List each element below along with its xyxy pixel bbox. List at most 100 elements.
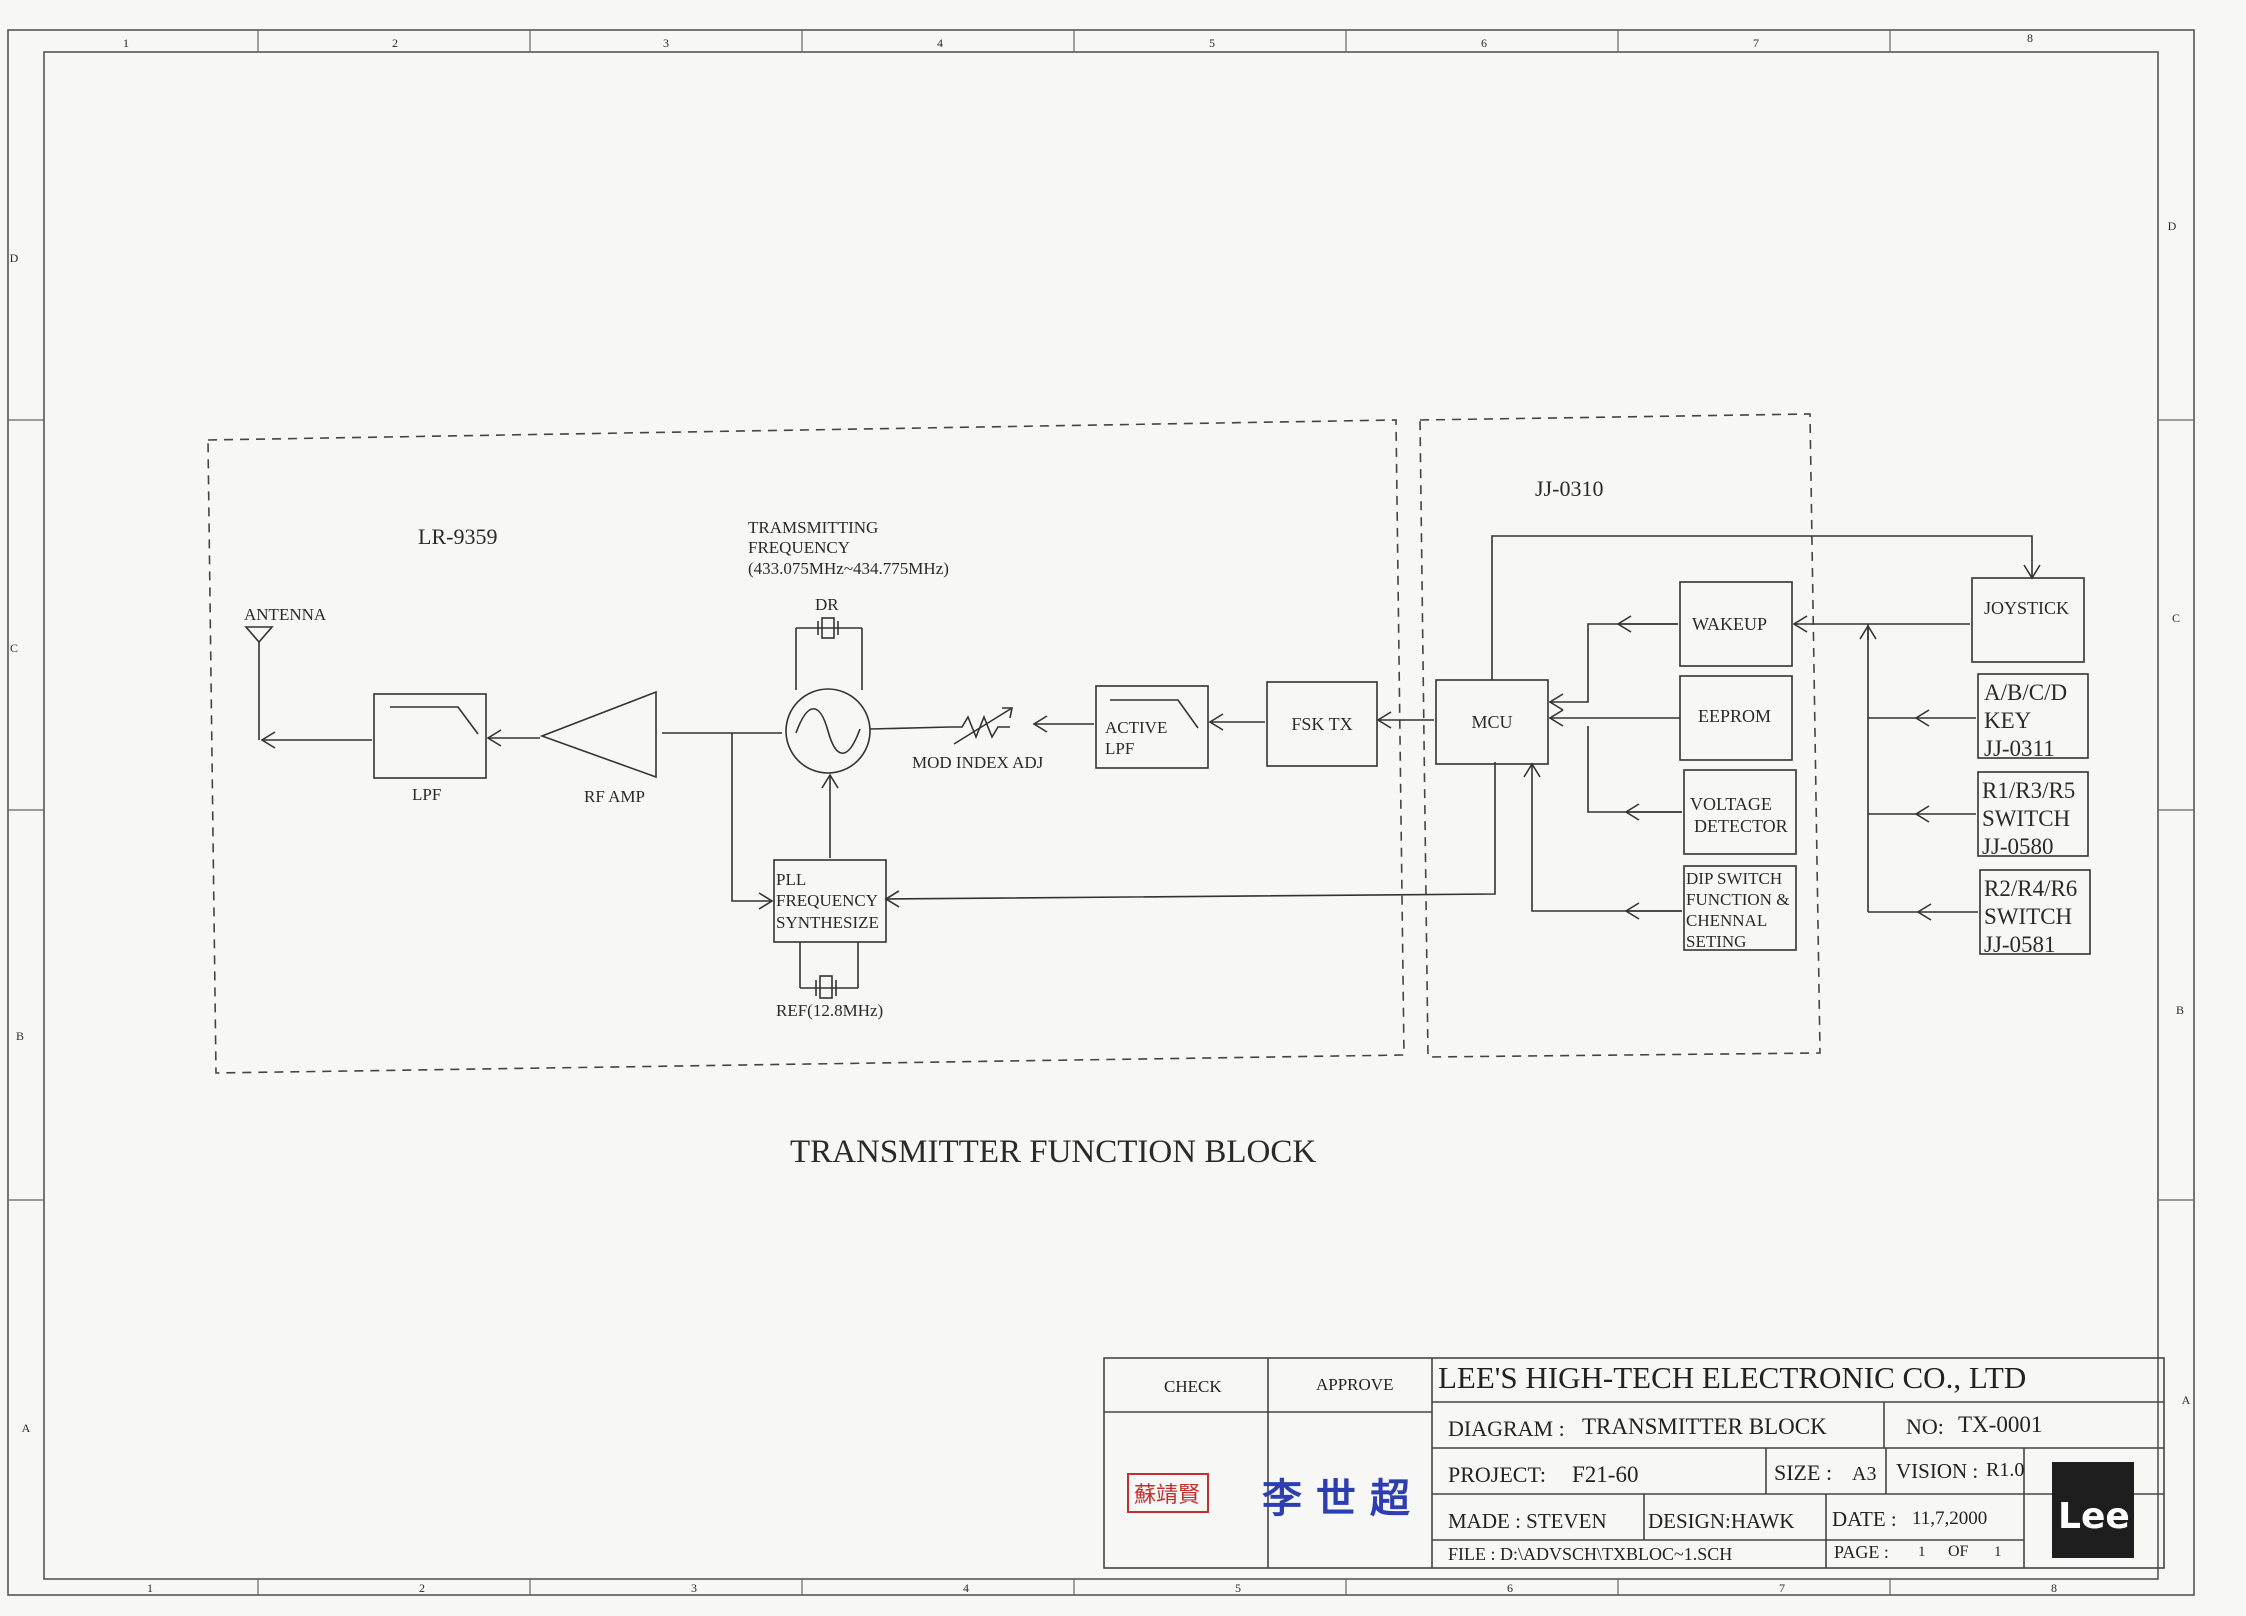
wire-dip-mcu	[1523, 762, 1682, 912]
switch-0580-block	[1977, 771, 2089, 857]
sw2-label-1: R2/R4/R6	[1984, 876, 2077, 901]
wire-mcu-pll	[884, 762, 1496, 908]
frame-col-top-5: 5	[1209, 36, 1215, 50]
size-field-label: SIZE :	[1774, 1460, 1832, 1485]
wire-voltage-mcu	[1587, 726, 1682, 813]
group-label-jj-0310: JJ-0310	[1535, 476, 1603, 501]
rf-amp-label: RF AMP	[584, 787, 645, 806]
active-lpf-block	[1095, 685, 1209, 769]
made-field: MADE : STEVEN	[1448, 1509, 1607, 1533]
wire-peripherals-bus	[1548, 623, 1678, 711]
approval-stamp: 蘇靖賢	[1127, 1473, 1209, 1513]
date-field-value: 11,7,2000	[1912, 1508, 1987, 1529]
vision-field-label: VISION :	[1896, 1459, 1978, 1483]
pll-label-1: PLL	[776, 870, 806, 889]
tx-freq-line2: FREQUENCY	[748, 538, 850, 557]
wire-mod-vco	[869, 726, 951, 730]
title-block-grid	[1103, 1357, 2165, 1569]
diagram-field-value: TRANSMITTER BLOCK	[1582, 1414, 1827, 1439]
group-box-jj-0310	[1419, 413, 1821, 1058]
file-field: FILE : D:\ADVSCH\TXBLOC~1.SCH	[1448, 1544, 1732, 1564]
frame-col-top-7: 7	[1753, 36, 1759, 50]
key-block	[1977, 673, 2089, 759]
crystal-ref	[799, 942, 859, 999]
drawing-frame	[7, 29, 2195, 1596]
antenna-symbol	[244, 626, 274, 740]
frame-col-top-6: 6	[1481, 36, 1487, 50]
frame-row-left-A: A	[22, 1421, 31, 1435]
size-field-value: A3	[1852, 1463, 1876, 1485]
tx-freq-line1: TRAMSMITTING	[748, 518, 878, 537]
page-total-value: 1	[1994, 1544, 2002, 1560]
design-field: DESIGN:HAWK	[1648, 1509, 1794, 1533]
group-box-lr-9359	[207, 419, 1405, 1074]
frame-col-top-3: 3	[663, 36, 669, 50]
sw1-label-2: SWITCH	[1982, 806, 2070, 831]
dip-switch-block	[1683, 865, 1797, 951]
dip-label-3: CHENNAL	[1686, 911, 1767, 930]
joystick-block	[1971, 577, 2085, 663]
voltage-label-1: VOLTAGE	[1690, 794, 1772, 814]
group-label-lr-9359: LR-9359	[418, 524, 497, 549]
no-field-label: NO:	[1906, 1414, 1944, 1439]
project-field-value: F21-60	[1572, 1462, 1638, 1487]
frame-col-bottom-5: 5	[1235, 1581, 1241, 1595]
lee-logo: Lee	[2052, 1462, 2134, 1558]
frame-col-bottom-8: 8	[2051, 1581, 2057, 1595]
date-field-label: DATE :	[1832, 1507, 1897, 1531]
sw2-label-3: JJ-0581	[1984, 932, 2056, 957]
dip-label-4: SETING	[1686, 932, 1746, 951]
page-field-label: PAGE :	[1834, 1542, 1889, 1562]
wire-feedback-pll	[731, 733, 774, 910]
wakeup-label: WAKEUP	[1692, 614, 1767, 634]
frame-col-bottom-4: 4	[963, 1581, 969, 1595]
dip-label-1: DIP SWITCH	[1686, 869, 1782, 888]
sw1-label-1: R1/R3/R5	[1982, 778, 2075, 803]
signature: 李 世 超	[1262, 1475, 1411, 1522]
pll-label-3: SYNTHESIZE	[776, 913, 879, 932]
frame-col-bottom-2: 2	[419, 1581, 425, 1595]
pll-label-2: FREQUENCY	[776, 891, 878, 910]
frame-col-bottom-1: 1	[147, 1581, 153, 1595]
frame-row-right-B: B	[2176, 1003, 2184, 1017]
voltage-detector-block	[1683, 769, 1797, 855]
antenna-label: ANTENNA	[244, 605, 327, 624]
no-field-value: TX-0001	[1958, 1412, 2042, 1437]
frame-col-top-2: 2	[392, 36, 398, 50]
frame-grid-ticks	[8, 30, 2194, 1595]
check-label: CHECK	[1164, 1377, 1222, 1396]
active-lpf-label-1: ACTIVE	[1105, 718, 1167, 737]
approve-label: APPROVE	[1316, 1375, 1393, 1394]
project-field-label: PROJECT:	[1448, 1462, 1546, 1487]
eeprom-label: EEPROM	[1698, 706, 1771, 726]
fsk-tx-label: FSK TX	[1291, 714, 1352, 734]
frame-row-left-D: D	[10, 251, 19, 265]
dip-label-2: FUNCTION &	[1686, 890, 1789, 909]
key-label-2: KEY	[1984, 708, 2032, 733]
logo-text: Lee	[2058, 1496, 2130, 1537]
diagram-field-label: DIAGRAM :	[1448, 1416, 1565, 1441]
frame-row-right-D: D	[2168, 219, 2177, 233]
vco-oscillator	[785, 688, 871, 774]
key-label-3: JJ-0311	[1984, 736, 2055, 761]
frame-col-bottom-7: 7	[1779, 1581, 1785, 1595]
frame-row-left-C: C	[10, 641, 18, 655]
joystick-label: JOYSTICK	[1984, 598, 2069, 618]
sw1-label-3: JJ-0580	[1982, 834, 2054, 859]
tx-freq-line3: (433.075MHz~434.775MHz)	[748, 559, 949, 578]
key-label-1: A/B/C/D	[1984, 680, 2067, 705]
vision-field-value: R1.0	[1986, 1459, 2024, 1481]
voltage-label-2: DETECTOR	[1694, 816, 1788, 836]
eeprom-block	[1679, 675, 1793, 761]
mod-index-label: MOD INDEX ADJ	[912, 753, 1044, 772]
sw2-label-2: SWITCH	[1984, 904, 2072, 929]
frame-col-top-1: 1	[123, 36, 129, 50]
frame-row-left-B: B	[16, 1029, 24, 1043]
frame-row-right-C: C	[2172, 611, 2180, 625]
mod-index-resistor	[950, 707, 1013, 745]
crystal-dr	[795, 617, 863, 690]
pll-block	[773, 859, 887, 943]
stamp-text: 蘇靖賢	[1134, 1483, 1200, 1508]
rf-amp-triangle	[539, 690, 657, 779]
